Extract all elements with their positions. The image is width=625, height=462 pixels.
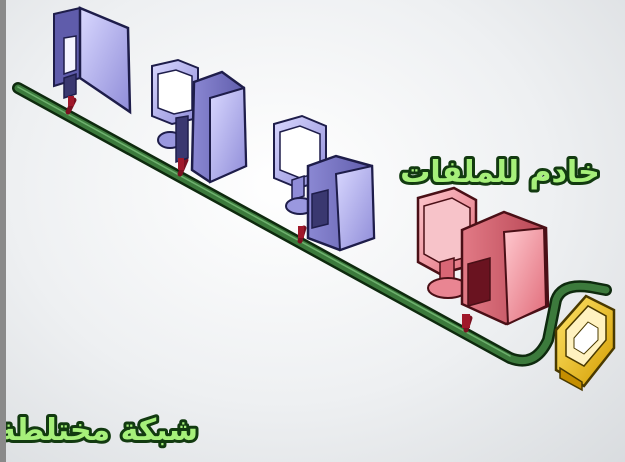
network-type-label: شبكة مختلطة: [0, 413, 198, 448]
file-server-icon: [418, 188, 548, 328]
file-server-label: خادم للملفات: [400, 155, 600, 190]
drop-cables: [68, 100, 470, 330]
printer-icon: [556, 296, 614, 390]
workstation-icon: [54, 8, 130, 112]
